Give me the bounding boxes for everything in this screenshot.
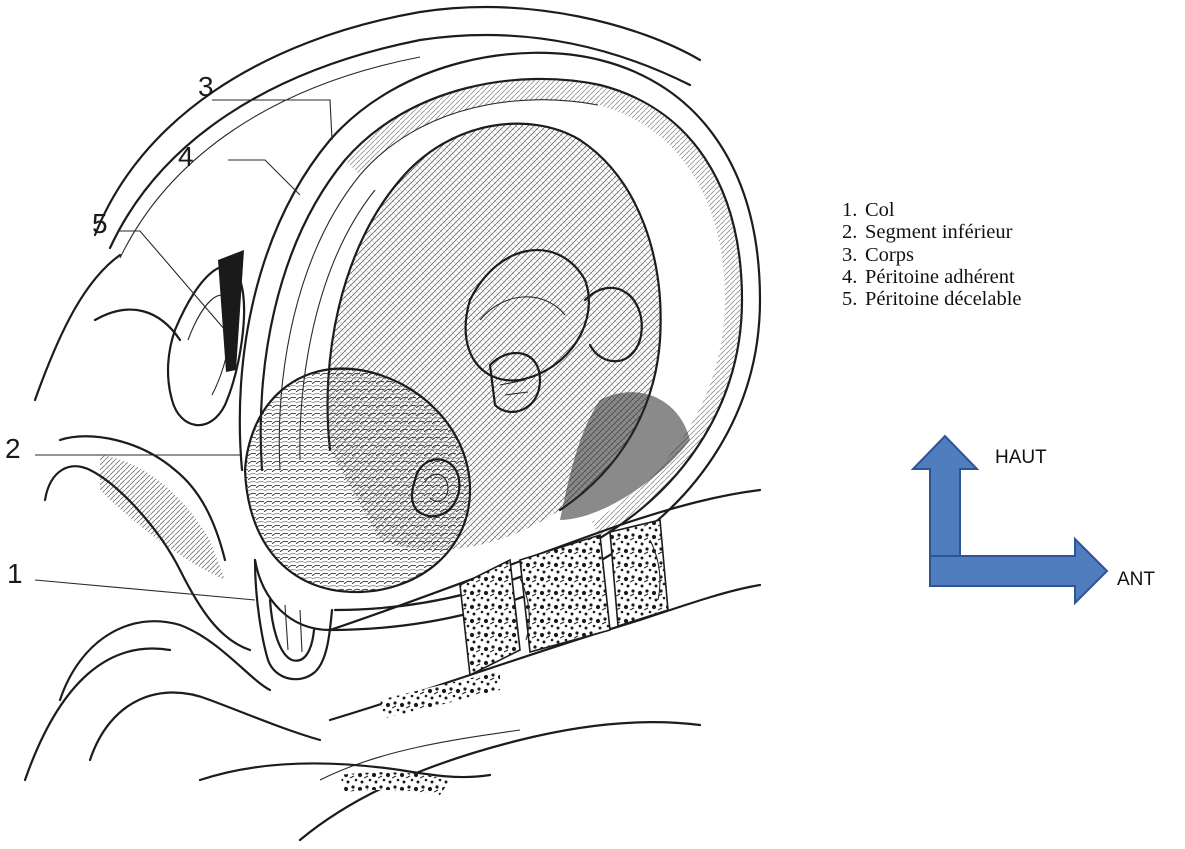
legend-item: 5.Péritoine décelable	[842, 288, 1022, 310]
forward-direction-label: ANT	[1117, 569, 1155, 591]
legend-item: 1.Col	[842, 199, 1022, 221]
callout-2: 2	[5, 433, 21, 464]
legend-item: 2.Segment inférieur	[842, 221, 1022, 243]
legend-item: 3.Corps	[842, 244, 1022, 266]
callout-1: 1	[7, 558, 23, 589]
legend-index: 2.	[842, 221, 865, 243]
legend-label: Segment inférieur	[865, 221, 1012, 243]
legend-item: 4.Péritoine adhérent	[842, 266, 1022, 288]
legend-index: 3.	[842, 244, 865, 266]
legend-index: 1.	[842, 199, 865, 221]
leader-1	[35, 580, 255, 600]
up-direction-label: HAUT	[995, 447, 1047, 469]
legend-index: 5.	[842, 288, 865, 310]
legend-label: Péritoine adhérent	[865, 266, 1015, 288]
leader-3	[212, 100, 332, 140]
legend-index: 4.	[842, 266, 865, 288]
callout-4: 4	[178, 141, 194, 172]
legend-list: 1.Col 2.Segment inférieur 3.Corps 4.Péri…	[842, 199, 1022, 310]
legend-label: Péritoine décelable	[865, 288, 1022, 310]
callout-3: 3	[198, 71, 214, 102]
pelvic-floor	[25, 621, 700, 840]
callout-5: 5	[92, 208, 108, 239]
leader-5	[118, 231, 225, 330]
legend-label: Col	[865, 199, 895, 221]
legend-label: Corps	[865, 244, 914, 266]
leader-4	[228, 160, 300, 195]
